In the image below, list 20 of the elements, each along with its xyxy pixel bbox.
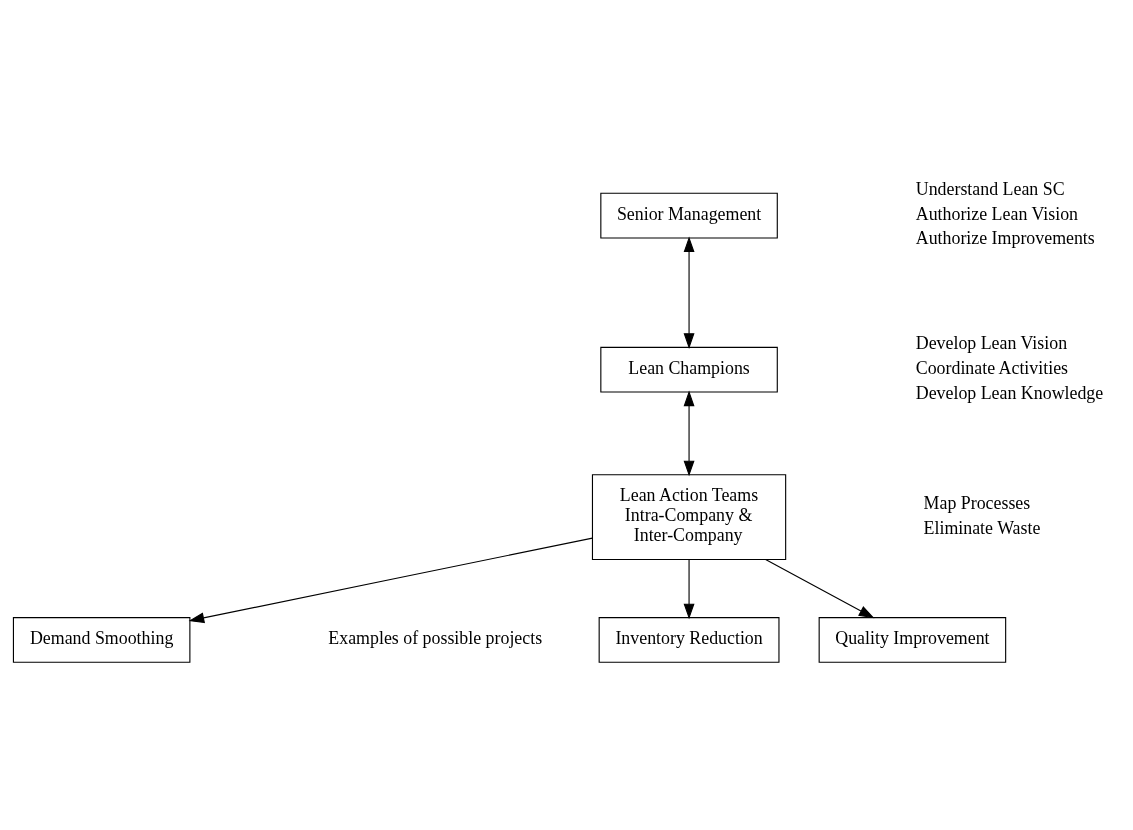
label: Examples of possible projects — [328, 627, 543, 648]
node-box: Quality Improvement — [818, 616, 1007, 663]
label: Understand Lean SC — [915, 178, 1065, 199]
label: Eliminate Waste — [923, 517, 1041, 538]
label: Develop Lean Vision — [915, 332, 1068, 353]
arrow — [683, 235, 695, 349]
label: Coordinate Activities — [915, 357, 1069, 378]
label: Develop Lean Knowledge — [915, 382, 1104, 403]
label: Authorize Improvements — [915, 227, 1095, 248]
node-box: Inventory Reduction — [598, 616, 780, 663]
arrow — [765, 558, 875, 618]
arrow — [683, 558, 695, 619]
node-box: Lean Champions — [600, 346, 778, 393]
node-box: Senior Management — [600, 192, 778, 238]
arrow — [188, 537, 593, 623]
node-box: Lean Action Teams Intra-Company & Inter-Company — [591, 473, 787, 560]
arrow — [683, 390, 695, 476]
label: Authorize Lean Vision — [915, 203, 1079, 224]
label: Map Processes — [923, 492, 1031, 513]
node-box: Demand Smoothing — [12, 616, 191, 663]
